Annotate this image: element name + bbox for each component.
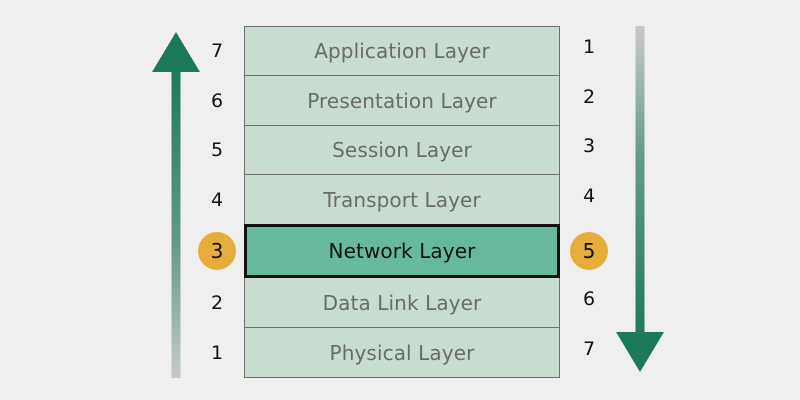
right-number-badge: 5 (570, 232, 608, 270)
left-number: 7 (210, 40, 224, 62)
layer-physical-layer: Physical Layer (244, 327, 560, 378)
right-number: 1 (582, 36, 596, 58)
right-number: 4 (582, 184, 596, 207)
layer-session-layer: Session Layer (244, 125, 560, 175)
layer-transport-layer: Transport Layer (244, 174, 560, 225)
right-number: 6 (582, 287, 596, 310)
layer-application-layer: Application Layer (244, 26, 560, 76)
layer-data-link-layer: Data Link Layer (244, 277, 560, 328)
layer-network-layer: Network Layer (244, 224, 560, 278)
arrow-up-icon (152, 32, 200, 378)
arrow-down-icon (616, 26, 664, 372)
right-number: 3 (582, 135, 596, 157)
left-number: 5 (210, 139, 224, 161)
layer-presentation-layer: Presentation Layer (244, 75, 560, 126)
right-number: 2 (582, 85, 596, 108)
left-number-badge: 3 (198, 232, 236, 270)
left-number: 4 (210, 188, 224, 211)
left-number: 6 (210, 89, 224, 112)
right-number: 7 (582, 337, 596, 360)
left-number: 2 (210, 291, 224, 314)
left-number: 1 (210, 341, 224, 364)
